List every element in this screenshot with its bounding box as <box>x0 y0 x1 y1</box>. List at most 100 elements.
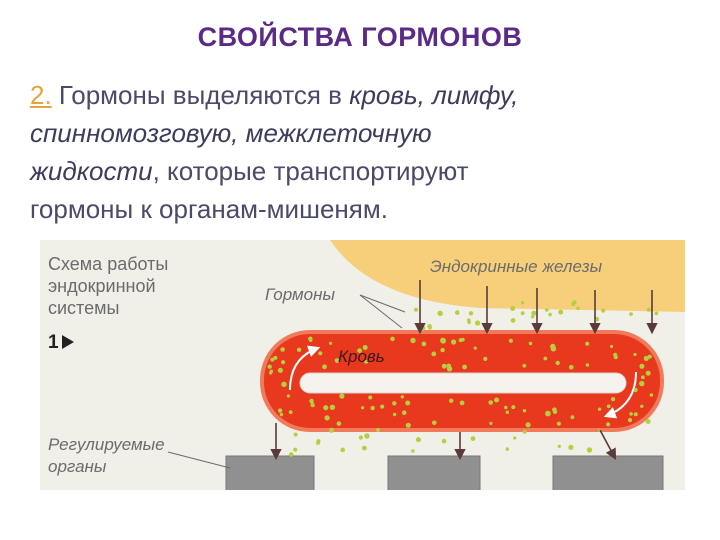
hormone-particle <box>401 410 407 415</box>
target-organ-3 <box>552 455 664 490</box>
hormone-particle <box>555 360 560 366</box>
text-line3-a: жидкости <box>30 156 153 186</box>
hormone-particle <box>488 400 494 405</box>
hormone-particle <box>522 409 527 413</box>
hormone-particle <box>277 367 283 373</box>
hormone-particle <box>586 447 593 453</box>
hormone-particle <box>375 427 381 433</box>
text-line4-a: гормоны <box>30 194 134 224</box>
hormone-particle <box>468 311 474 316</box>
endocrine-glands-region <box>330 240 685 312</box>
hormone-particle <box>597 407 602 411</box>
hormone-particle <box>308 338 313 342</box>
hormone-particle <box>336 421 342 426</box>
hormone-particle <box>358 435 363 440</box>
hormone-particle <box>293 432 298 437</box>
hormone-particle <box>392 412 397 417</box>
hormone-particle <box>647 354 652 359</box>
hormone-particle <box>392 401 397 406</box>
figure-number: 1 <box>48 332 59 353</box>
hormone-particle <box>451 339 457 345</box>
delivery-arrow-3 <box>599 429 617 460</box>
hormone-particle <box>489 421 493 425</box>
hormone-particle <box>273 355 278 360</box>
hormone-particle <box>520 301 525 305</box>
hormone-particle <box>543 356 548 361</box>
hormone-particle <box>522 429 527 434</box>
hormone-particle <box>627 418 633 423</box>
hormone-particle <box>432 420 437 426</box>
hormone-particle <box>525 422 531 428</box>
hormone-particle <box>279 412 284 417</box>
hormone-particle <box>511 405 516 410</box>
hormone-particle <box>633 412 638 417</box>
hormone-particle <box>280 347 285 352</box>
hormone-particle <box>531 310 537 316</box>
hormone-particle <box>441 438 447 444</box>
hormone-particle <box>324 415 330 421</box>
hormone-particle <box>340 447 346 453</box>
hormone-particle <box>455 310 460 315</box>
hormone-particle <box>528 341 533 346</box>
hormone-particle <box>585 341 590 346</box>
circulation-arrow-right <box>603 371 637 419</box>
hormone-particle <box>459 400 465 406</box>
hormone-particle <box>483 356 488 361</box>
hormone-particle <box>610 344 614 349</box>
hormone-particle <box>522 363 527 368</box>
hormone-particle <box>288 410 293 414</box>
text-line3-b: , которые транспортируют <box>152 156 469 186</box>
hormone-particle <box>364 433 370 439</box>
hormone-particle <box>296 347 302 352</box>
hormone-particle <box>550 346 557 352</box>
target-organ-1 <box>225 455 315 490</box>
hormone-particle <box>361 406 365 410</box>
hormone-particle <box>269 369 274 373</box>
hormone-particle <box>441 363 447 369</box>
hormone-particle <box>405 422 411 428</box>
hormones-label-leader-1 <box>359 294 406 313</box>
hormone-particle <box>633 387 638 393</box>
hormone-particle <box>286 394 290 398</box>
hormone-particle <box>494 397 500 403</box>
hormone-particle <box>569 365 574 370</box>
hormone-particle <box>508 338 513 343</box>
hormone-particle <box>362 445 367 451</box>
hormone-particle <box>576 306 580 311</box>
figure-play-icon <box>62 335 74 349</box>
hormone-particle <box>440 347 445 353</box>
slide-title: СВОЙСТВА ГОРМОНОВ <box>197 22 523 52</box>
hormone-particle <box>462 364 467 370</box>
hormone-particle <box>530 315 535 319</box>
target-organ-2 <box>387 455 481 490</box>
hormone-particle <box>329 341 333 345</box>
hormone-particle <box>557 444 561 448</box>
hormone-particle <box>437 310 443 316</box>
hormone-particle <box>629 412 633 416</box>
hormone-particle <box>558 309 564 315</box>
hormone-particle <box>629 312 633 316</box>
hormone-particle <box>613 355 618 360</box>
hormone-particle <box>414 307 418 312</box>
organs-label-leader <box>167 451 231 469</box>
blood-loop-center <box>299 372 627 394</box>
hormone-particle <box>475 320 481 326</box>
hormone-particle <box>645 419 651 424</box>
hormone-particle <box>640 404 644 408</box>
hormone-particle <box>364 359 369 364</box>
hormone-particle <box>585 363 590 367</box>
hormone-particle <box>510 318 516 323</box>
text-line-4: гормоны к органам-мишеням. <box>30 190 700 228</box>
hormone-particle <box>548 312 552 317</box>
hormone-particle <box>322 364 327 370</box>
text-line-3: жидкости, которые транспортируют <box>30 152 700 190</box>
hormone-particle <box>645 370 651 376</box>
hormone-particle <box>323 405 329 411</box>
hormone-particle <box>368 395 373 400</box>
hormone-particle <box>601 308 606 313</box>
hormone-particle <box>410 337 416 344</box>
text-line1-b: кровь, лимфу, <box>349 80 519 110</box>
hormone-particle <box>641 375 645 380</box>
hormone-particle <box>390 336 395 342</box>
hormone-particle <box>449 398 454 403</box>
